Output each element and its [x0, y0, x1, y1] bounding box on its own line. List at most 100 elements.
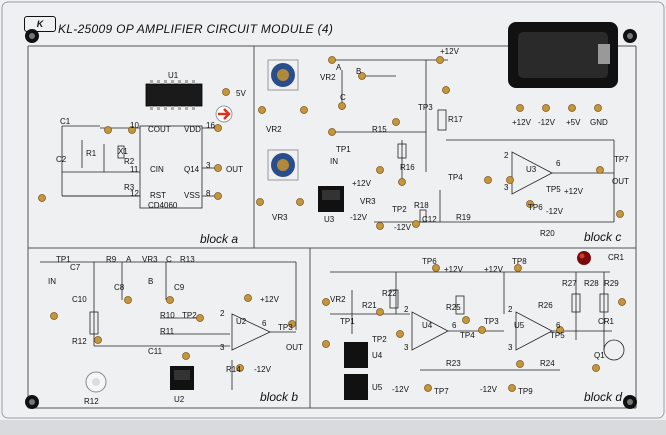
d-u5-pin6: 6: [556, 321, 561, 330]
b-plus12-label: +12V: [260, 295, 279, 304]
vr2-potentiometer[interactable]: [267, 59, 299, 91]
b-r13-label: R13: [180, 255, 195, 264]
d-u4-pin2: 2: [404, 305, 409, 314]
d-r29-label: R29: [604, 279, 619, 288]
d-r24-label: R24: [540, 359, 555, 368]
c-opamp-pin3: 3: [504, 183, 509, 192]
c-plus12-top: +12V: [440, 47, 459, 56]
pin-num-8: 8: [206, 189, 211, 198]
b-vr3-label: VR3: [142, 255, 158, 264]
u1-label: U1: [168, 71, 179, 80]
d-u4-chip-label: U4: [372, 351, 383, 360]
pin-num-11: 11: [130, 165, 139, 174]
pin-num-3: 3: [206, 161, 211, 170]
d-tp6-label: TP6: [422, 257, 437, 266]
b-opamp-pin6: 6: [262, 319, 267, 328]
pin-cout: COUT: [148, 125, 171, 134]
vr3-potentiometer[interactable]: [267, 149, 299, 181]
b-r14-label: R14: [226, 365, 241, 374]
c-r20-label: R20: [540, 229, 555, 238]
b-c11-label: C11: [148, 347, 163, 356]
c-opamp-pin2: 2: [504, 151, 509, 160]
d-cr1-top-label: CR1: [608, 253, 625, 262]
d-u5-pin2: 2: [508, 305, 513, 314]
block-b-circuit: [40, 261, 297, 390]
b-r12-pot-label: R12: [84, 397, 99, 406]
c-b-label: B: [356, 67, 362, 76]
block-c-label: block c: [584, 230, 622, 244]
d-r26-label: R26: [538, 301, 553, 310]
b-c-label: C: [166, 255, 172, 264]
b-r10-label: R10: [160, 311, 175, 320]
c-out-label: OUT: [612, 177, 629, 186]
d-tp3-label: TP3: [484, 317, 499, 326]
c-minus12-right: -12V: [546, 207, 563, 216]
block-d-circuit: [330, 271, 625, 371]
u5-chip: [344, 374, 368, 400]
b-tp1-label: TP1: [56, 255, 71, 264]
d-tp2-label: TP2: [372, 335, 387, 344]
c1-label: C1: [60, 117, 71, 126]
c-minus12-label: -12V: [350, 213, 367, 222]
c-r15-label: R15: [372, 125, 387, 134]
r3-label: R3: [124, 183, 135, 192]
block-a-ic-pins: [150, 80, 195, 110]
d-cr1-label: CR1: [598, 317, 615, 326]
b-in-label: IN: [48, 277, 56, 286]
r2-label: R2: [124, 157, 135, 166]
pin-cin: CIN: [150, 165, 164, 174]
c-in-label: IN: [330, 157, 338, 166]
c-r18-label: R18: [414, 201, 429, 210]
c-opamp-pin6: 6: [556, 159, 561, 168]
block-a-circuit: [61, 83, 218, 209]
d-r25-label: R25: [446, 303, 461, 312]
c-plus12-left: +12V: [352, 179, 371, 188]
mounting-screws: [25, 29, 637, 409]
b-r12-label: R12: [72, 337, 87, 346]
arrow-indicator: [215, 105, 233, 123]
c-tp2-label: TP2: [392, 205, 407, 214]
c-tp4-label: TP4: [448, 173, 463, 182]
c-tp6-label: TP6: [528, 203, 543, 212]
block-b-label: block b: [260, 390, 299, 404]
r1-label: R1: [86, 149, 97, 158]
d-tp1-label: TP1: [340, 317, 355, 326]
c-minus12-bottom: -12V: [394, 223, 411, 232]
d-u5-pin3: 3: [508, 343, 513, 352]
d-u4-pin6: 6: [452, 321, 457, 330]
c2-label: C2: [56, 155, 67, 164]
c-u3-label: U3: [526, 165, 537, 174]
b-b-label: B: [148, 277, 154, 286]
d-vr2-label: VR2: [330, 295, 346, 304]
c-plus12-right: +12V: [564, 187, 583, 196]
c-u3-chip-label: U3: [324, 215, 335, 224]
d-tp5-label: TP5: [550, 331, 565, 340]
c-vr2-label: VR2: [320, 73, 336, 82]
block-d-label: block d: [584, 390, 623, 404]
b-opamp-pin3: 3: [220, 343, 225, 352]
c-r17-label: R17: [448, 115, 463, 124]
b-a-label: A: [126, 255, 132, 264]
d-u4-pin3: 3: [404, 343, 409, 352]
c-a-label: A: [336, 63, 342, 72]
d-r28-label: R28: [584, 279, 599, 288]
pin-vss: VSS: [184, 191, 201, 200]
power-connector[interactable]: [508, 22, 618, 88]
b-c7-label: C7: [70, 263, 81, 272]
cr1-led: [577, 251, 591, 265]
c-c-label: C: [340, 93, 346, 102]
pin-rst: RST: [150, 191, 166, 200]
d-r22-label: R22: [382, 289, 397, 298]
b-c9-label: C9: [174, 283, 185, 292]
c-vr3-label: VR3: [360, 197, 376, 206]
test-jacks[interactable]: [38, 56, 626, 392]
c-tp1-label: TP1: [336, 145, 351, 154]
pin-num-16: 16: [206, 121, 215, 130]
power-label-gnd: GND: [590, 118, 608, 127]
b-r11-label: R11: [160, 327, 175, 336]
r12-potentiometer[interactable]: [85, 371, 107, 393]
b-u2-label: U2: [174, 395, 185, 404]
d-minus12-left: -12V: [392, 385, 409, 394]
d-u5-chip-label: U5: [372, 383, 383, 392]
